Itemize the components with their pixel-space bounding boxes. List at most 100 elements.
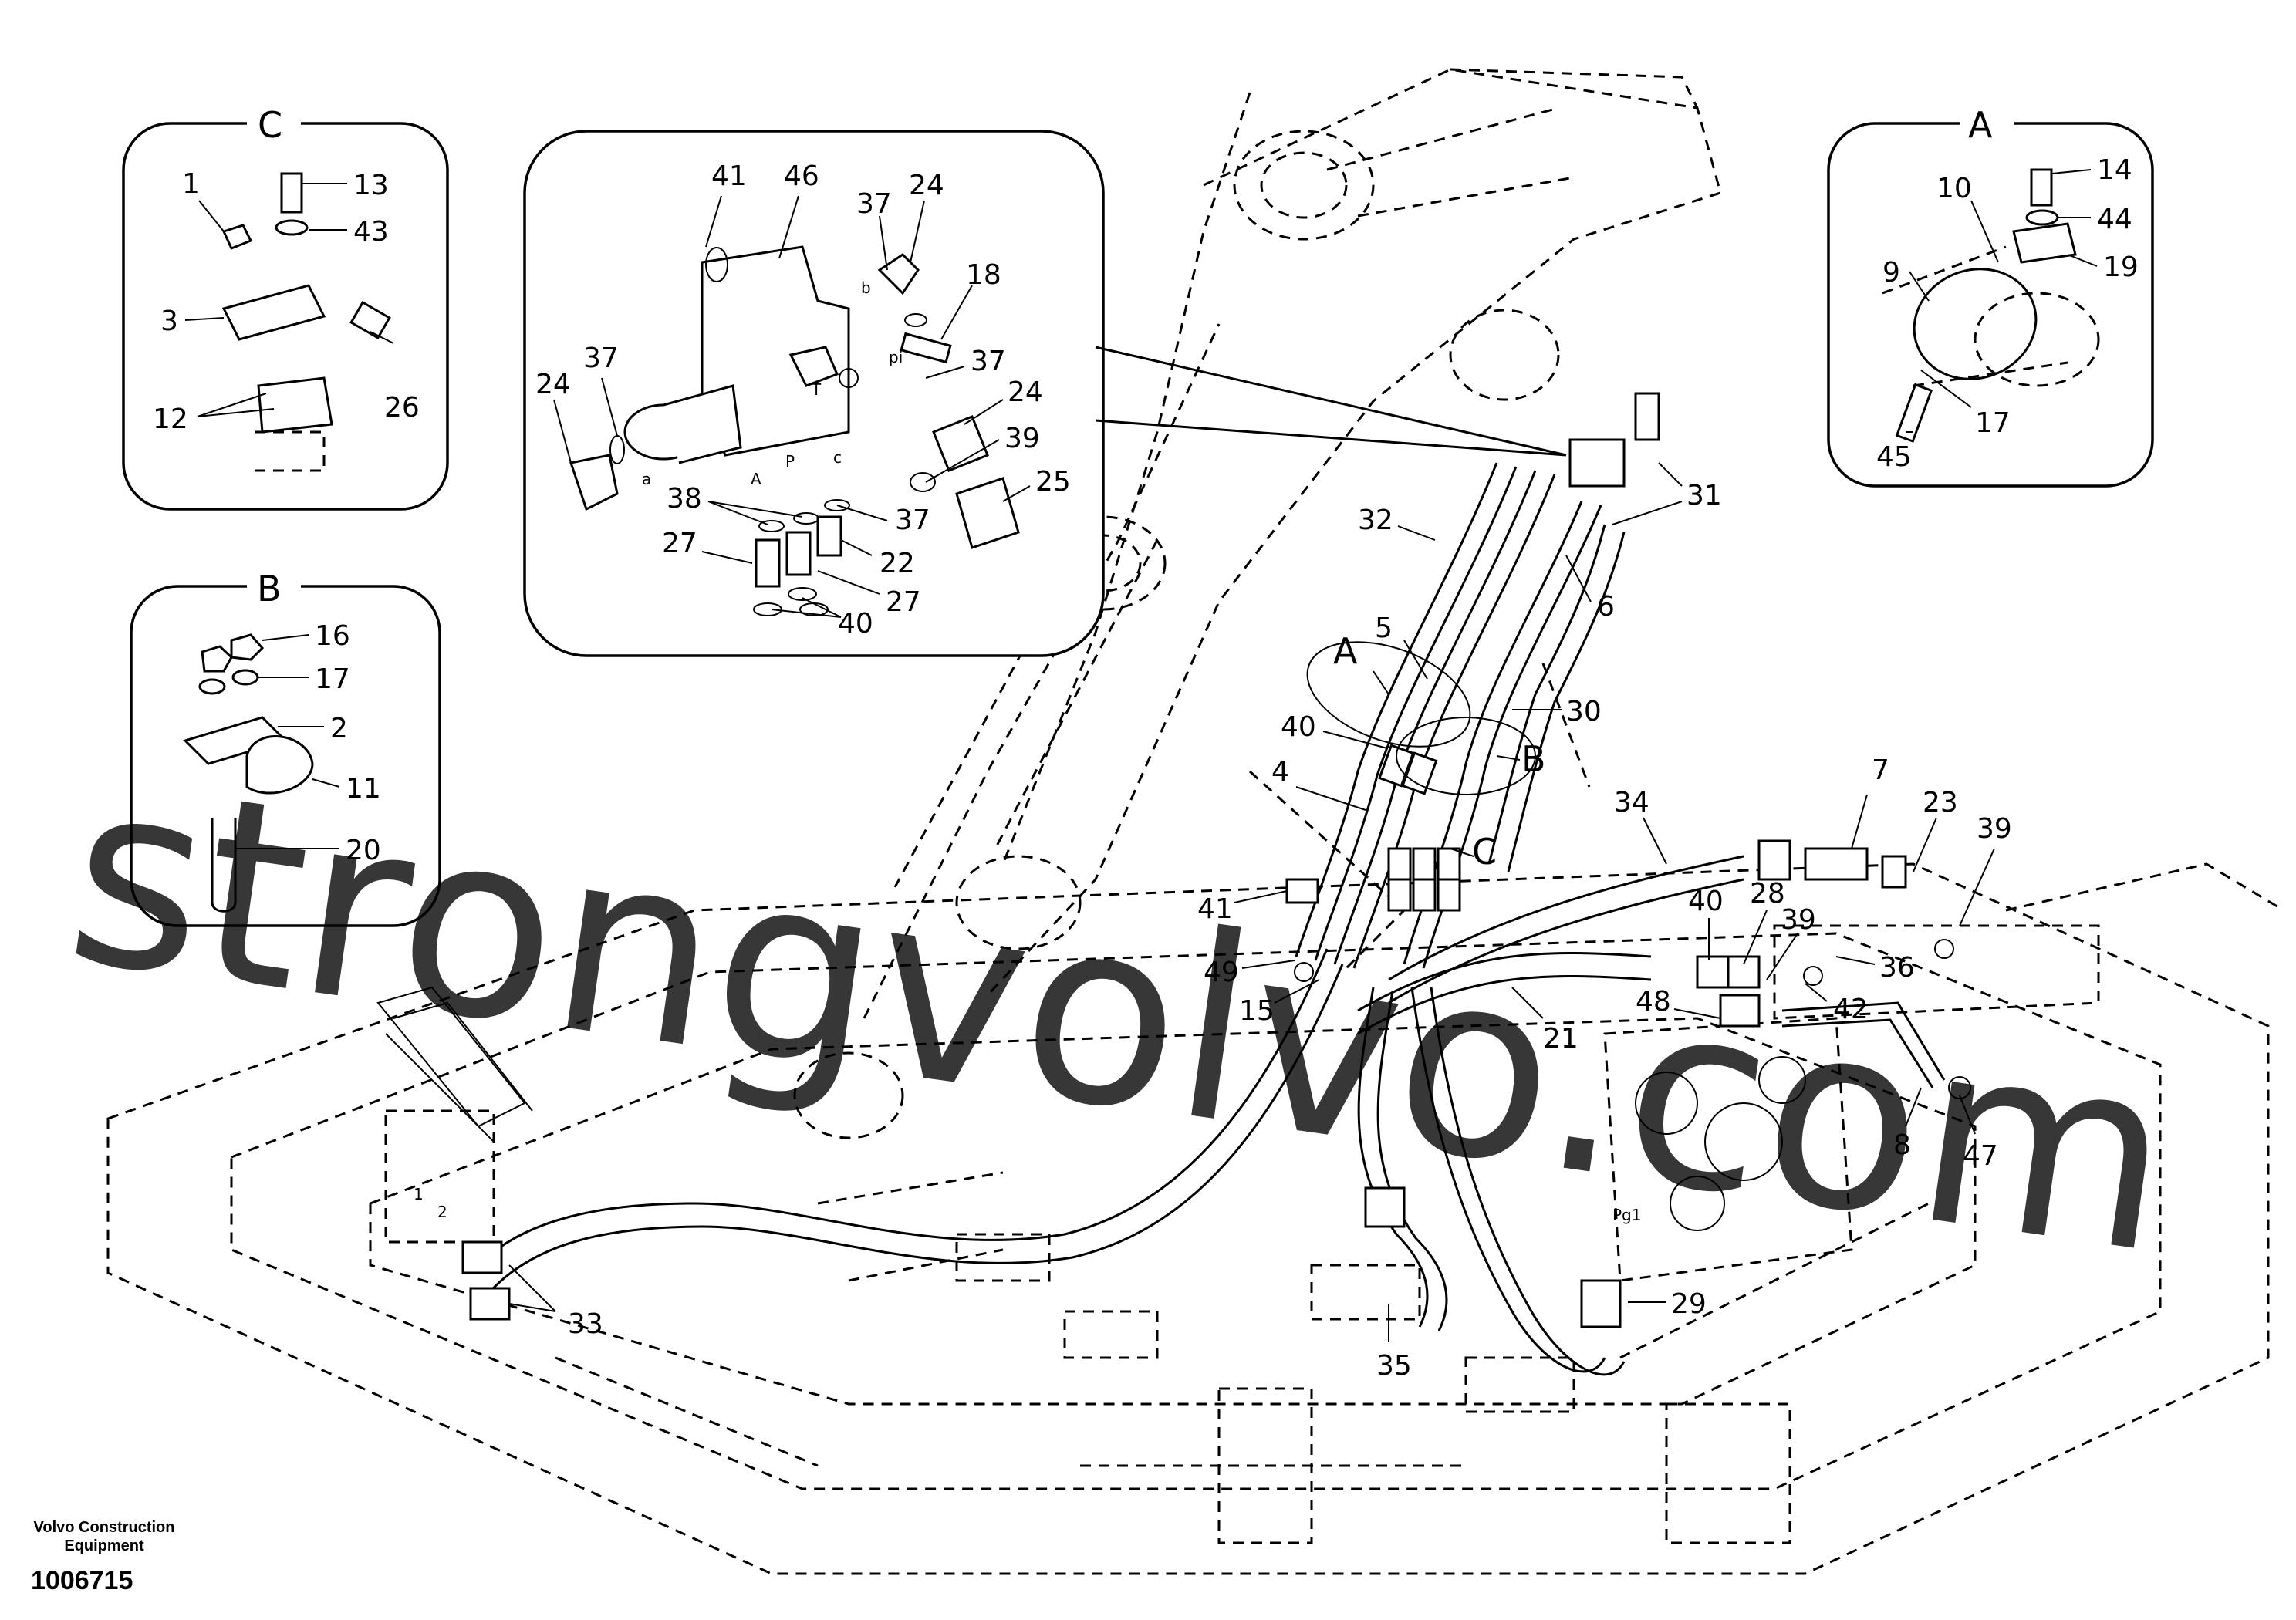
svg-text:37: 37 bbox=[583, 343, 619, 374]
callout-28: 28 bbox=[1743, 878, 1785, 965]
callout-c-43: 43 bbox=[309, 216, 389, 248]
svg-text:20: 20 bbox=[346, 835, 381, 866]
svg-text:17: 17 bbox=[1975, 407, 2011, 439]
svg-text:19: 19 bbox=[2103, 251, 2139, 283]
svg-text:Pg1: Pg1 bbox=[1612, 1206, 1641, 1224]
svg-text:11: 11 bbox=[346, 773, 381, 805]
svg-text:44: 44 bbox=[2097, 204, 2132, 235]
callout-v-41: 41 bbox=[705, 160, 747, 248]
svg-text:pi: pi bbox=[889, 348, 903, 366]
detail-panel-a: A bbox=[1827, 104, 2154, 488]
svg-text:40: 40 bbox=[838, 608, 873, 640]
svg-text:40: 40 bbox=[1281, 711, 1316, 743]
svg-text:39: 39 bbox=[1977, 813, 2012, 845]
svg-text:T: T bbox=[811, 380, 822, 399]
valve-detail-panel: a b pi T A P c bbox=[523, 130, 1567, 657]
callout-39-pump: 39 bbox=[1766, 904, 1816, 980]
callout-6: 6 bbox=[1565, 555, 1615, 623]
svg-text:1: 1 bbox=[414, 1185, 424, 1203]
callout-b-16: 16 bbox=[262, 620, 350, 652]
callout-v-40: 40 bbox=[771, 597, 873, 640]
svg-text:42: 42 bbox=[1833, 994, 1869, 1025]
callout-a-19: 19 bbox=[2067, 251, 2139, 283]
svg-text:33: 33 bbox=[568, 1308, 603, 1340]
svg-text:30: 30 bbox=[1566, 696, 1602, 727]
svg-text:B: B bbox=[1521, 738, 1546, 780]
callout-B-boom: B bbox=[1496, 738, 1546, 780]
svg-text:37: 37 bbox=[856, 188, 892, 220]
callout-34: 34 bbox=[1614, 787, 1667, 865]
callout-40-pump: 40 bbox=[1688, 886, 1724, 960]
detail-panel-c: C bbox=[122, 104, 449, 511]
callout-c-1: 1 bbox=[182, 168, 225, 232]
callout-v-27b: 27 bbox=[817, 570, 921, 618]
callout-b-20: 20 bbox=[235, 835, 381, 866]
svg-text:8: 8 bbox=[1893, 1129, 1911, 1161]
svg-text:2: 2 bbox=[437, 1203, 447, 1221]
callout-15: 15 bbox=[1239, 979, 1320, 1027]
svg-text:32: 32 bbox=[1358, 505, 1393, 536]
detail-label-c: C bbox=[258, 104, 282, 146]
callout-40-boom: 40 bbox=[1281, 711, 1388, 749]
svg-text:38: 38 bbox=[667, 483, 702, 515]
svg-text:48: 48 bbox=[1636, 986, 1671, 1018]
callout-v-27a: 27 bbox=[662, 528, 753, 564]
boom-fittings bbox=[461, 392, 1971, 1328]
svg-text:23: 23 bbox=[1923, 787, 1958, 818]
callout-29: 29 bbox=[1628, 1288, 1707, 1320]
svg-text:35: 35 bbox=[1376, 1350, 1412, 1382]
drawing-number: 1006715 bbox=[31, 1566, 133, 1595]
svg-text:31: 31 bbox=[1687, 480, 1722, 511]
detail-label-b: B bbox=[257, 568, 282, 609]
svg-text:39: 39 bbox=[1781, 904, 1816, 936]
svg-text:C: C bbox=[1472, 831, 1497, 872]
svg-text:28: 28 bbox=[1750, 878, 1785, 910]
callout-36: 36 bbox=[1835, 952, 1915, 984]
svg-text:49: 49 bbox=[1204, 957, 1239, 988]
callout-41-boom: 41 bbox=[1197, 890, 1288, 925]
svg-text:A: A bbox=[1333, 630, 1358, 672]
callout-7: 7 bbox=[1851, 754, 1889, 849]
callout-v-22: 22 bbox=[840, 539, 915, 579]
svg-text:c: c bbox=[833, 448, 842, 467]
svg-text:18: 18 bbox=[966, 259, 1001, 291]
svg-text:9: 9 bbox=[1882, 257, 1900, 289]
svg-text:41: 41 bbox=[711, 160, 747, 192]
callout-b-2: 2 bbox=[278, 713, 348, 744]
detail-label-a: A bbox=[1968, 104, 1993, 146]
svg-text:36: 36 bbox=[1879, 952, 1915, 984]
callout-49: 49 bbox=[1204, 957, 1295, 988]
callout-23: 23 bbox=[1913, 787, 1958, 872]
svg-text:10: 10 bbox=[1936, 173, 1972, 204]
callout-c-12: 12 bbox=[153, 393, 275, 435]
svg-text:27: 27 bbox=[886, 586, 921, 618]
callout-32: 32 bbox=[1358, 505, 1436, 541]
callout-a-17: 17 bbox=[1920, 370, 2011, 439]
callout-a-45: 45 bbox=[1876, 431, 1913, 473]
svg-text:24: 24 bbox=[909, 170, 944, 201]
callout-42: 42 bbox=[1805, 983, 1869, 1025]
svg-text:17: 17 bbox=[315, 663, 350, 695]
svg-text:37: 37 bbox=[895, 505, 930, 536]
callout-v-38: 38 bbox=[667, 483, 803, 525]
svg-text:1: 1 bbox=[182, 168, 200, 200]
callout-5: 5 bbox=[1375, 613, 1428, 680]
callout-c-13: 13 bbox=[301, 170, 389, 201]
pedal-valve bbox=[376, 986, 533, 1244]
svg-text:a: a bbox=[642, 470, 651, 488]
callout-31: 31 bbox=[1612, 462, 1722, 525]
callout-v-37d: 37 bbox=[583, 343, 619, 437]
svg-text:4: 4 bbox=[1271, 756, 1289, 788]
svg-text:14: 14 bbox=[2097, 154, 2132, 186]
svg-text:3: 3 bbox=[160, 305, 178, 337]
svg-text:29: 29 bbox=[1671, 1288, 1707, 1320]
callout-v-46: 46 bbox=[778, 160, 819, 259]
svg-text:P: P bbox=[785, 452, 795, 471]
callout-v-24b: 24 bbox=[964, 376, 1043, 425]
callout-8: 8 bbox=[1893, 1087, 1922, 1161]
svg-text:22: 22 bbox=[880, 548, 915, 579]
callout-v-18: 18 bbox=[940, 259, 1001, 340]
svg-text:43: 43 bbox=[353, 216, 389, 248]
svg-text:24: 24 bbox=[1008, 376, 1043, 408]
callout-a-44: 44 bbox=[2058, 204, 2132, 235]
